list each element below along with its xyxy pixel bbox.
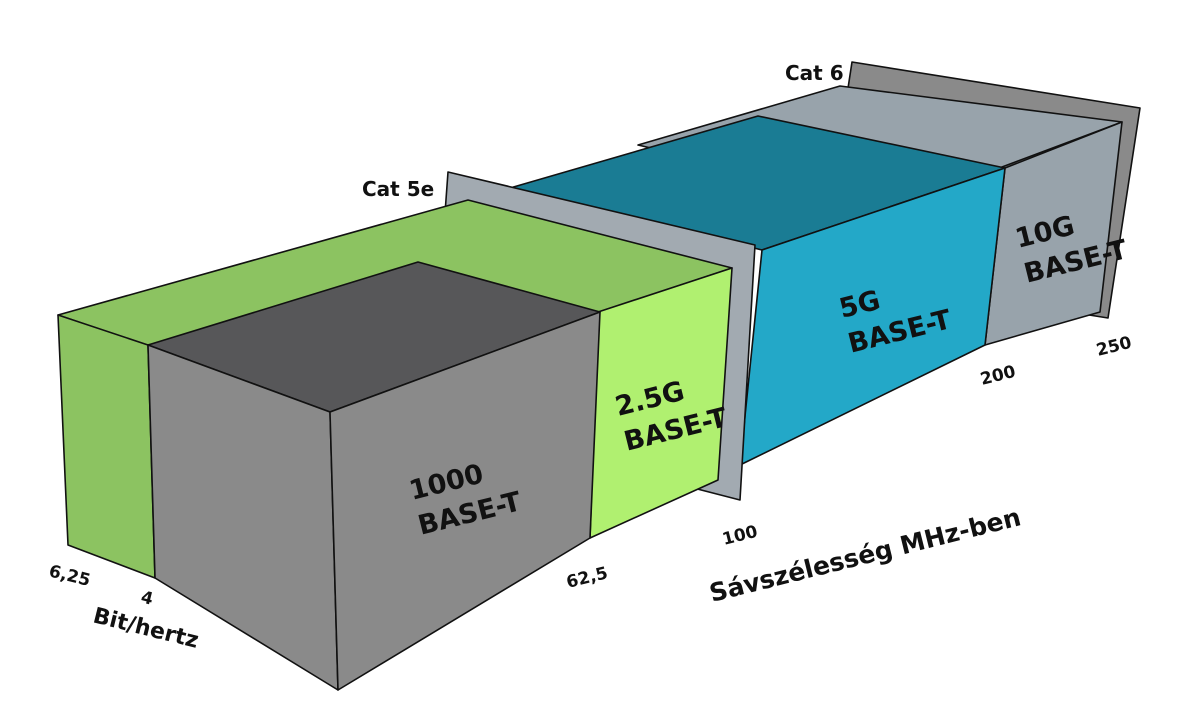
tick-4: 4 [139,587,155,609]
bandwidth-axis-title: Sávszélesség MHz-ben [706,502,1023,608]
tick-62-5: 62,5 [564,563,610,593]
block-green-front [57,314,156,579]
block-1000-front [329,311,601,691]
block-1000 [147,261,601,691]
tick-6-25: 6,25 [47,561,93,591]
block-5g-front [739,167,1006,466]
tick-200: 200 [978,362,1017,390]
bits-axis-title: Bit/hertz [91,604,201,654]
cat5e-label: Cat 5e [362,177,434,201]
tick-250: 250 [1094,333,1133,361]
cat6-label: Cat 6 [785,61,844,85]
tick-100: 100 [720,522,759,550]
